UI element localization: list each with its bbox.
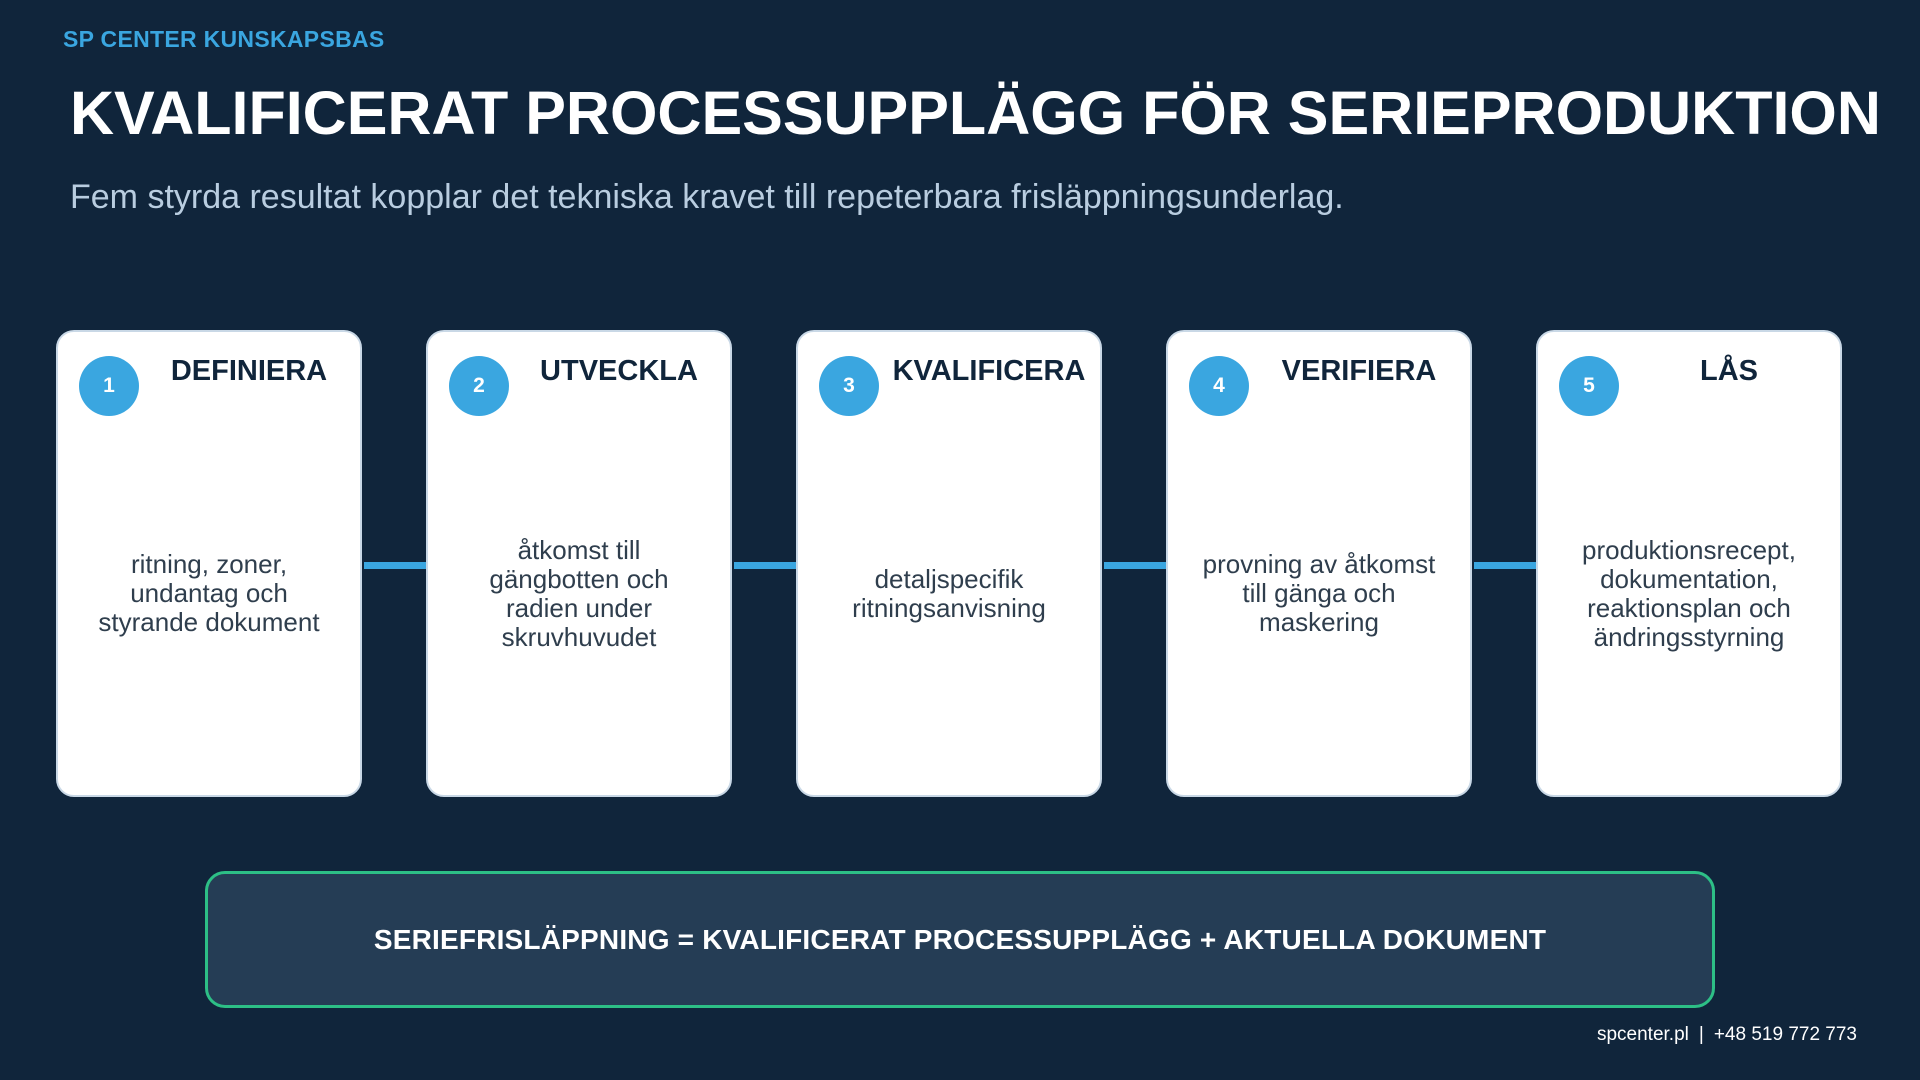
brand-label: SP CENTER KUNSKAPSBAS [63,26,385,52]
footer-separator: | [1698,1024,1704,1045]
step-description-text: detaljspecifik ritningsanvisning [852,563,1046,623]
connector-3-4 [1104,562,1166,569]
step-title: DEFINIERA [170,355,328,387]
step-card-define: 1 DEFINIERA ritning, zoner, undantag och… [56,330,362,797]
formula-banner: SERIEFRISLÄPPNING = KVALIFICERAT PROCESS… [205,871,1715,1008]
step-description-text: ritning, zoner, undantag och styrande do… [98,549,320,637]
step-description: åtkomst till gängbotten och radien under… [442,432,716,755]
connector-4-5 [1474,562,1536,569]
step-number-badge: 3 [819,356,879,416]
step-description: ritning, zoner, undantag och styrande do… [72,432,346,755]
step-number-badge: 4 [1189,356,1249,416]
step-number-badge: 5 [1559,356,1619,416]
step-number-badge: 2 [449,356,509,416]
footer-contact: spcenter.pl | +48 519 772 773 [1597,1024,1857,1046]
step-number-badge: 1 [79,356,139,416]
page-title: KVALIFICERAT PROCESSUPPLÄGG FÖR SERIEPRO… [70,79,1881,147]
step-card-lock: 5 LÅS produktionsrecept, dokumentation, … [1536,330,1842,797]
step-title: KVALIFICERA [892,355,1086,387]
formula-text: SERIEFRISLÄPPNING = KVALIFICERAT PROCESS… [373,923,1547,955]
step-description-text: provning av åtkomst till gänga och maske… [1202,549,1436,637]
connector-1-2 [364,562,426,569]
step-title: UTVECKLA [540,355,698,387]
footer-website: spcenter.pl [1596,1024,1689,1045]
connector-2-3 [734,562,796,569]
step-description: detaljspecifik ritningsanvisning [812,432,1086,755]
page-subtitle: Fem styrda resultat kopplar det tekniska… [70,178,1344,216]
step-description: provning av åtkomst till gänga och maske… [1182,432,1456,755]
step-title: LÅS [1700,355,1758,387]
footer-phone: +48 519 772 773 [1713,1024,1857,1045]
step-description: produktionsrecept, dokumentation, reakti… [1552,432,1826,755]
step-card-qualify: 3 KVALIFICERA detaljspecifik ritningsanv… [796,330,1102,797]
step-description-text: produktionsrecept, dokumentation, reakti… [1582,534,1796,652]
step-description-text: åtkomst till gängbotten och radien under… [489,534,669,652]
step-card-develop: 2 UTVECKLA åtkomst till gängbotten och r… [426,330,732,797]
step-title: VERIFIERA [1281,355,1437,387]
step-card-verify: 4 VERIFIERA provning av åtkomst till gän… [1166,330,1472,797]
